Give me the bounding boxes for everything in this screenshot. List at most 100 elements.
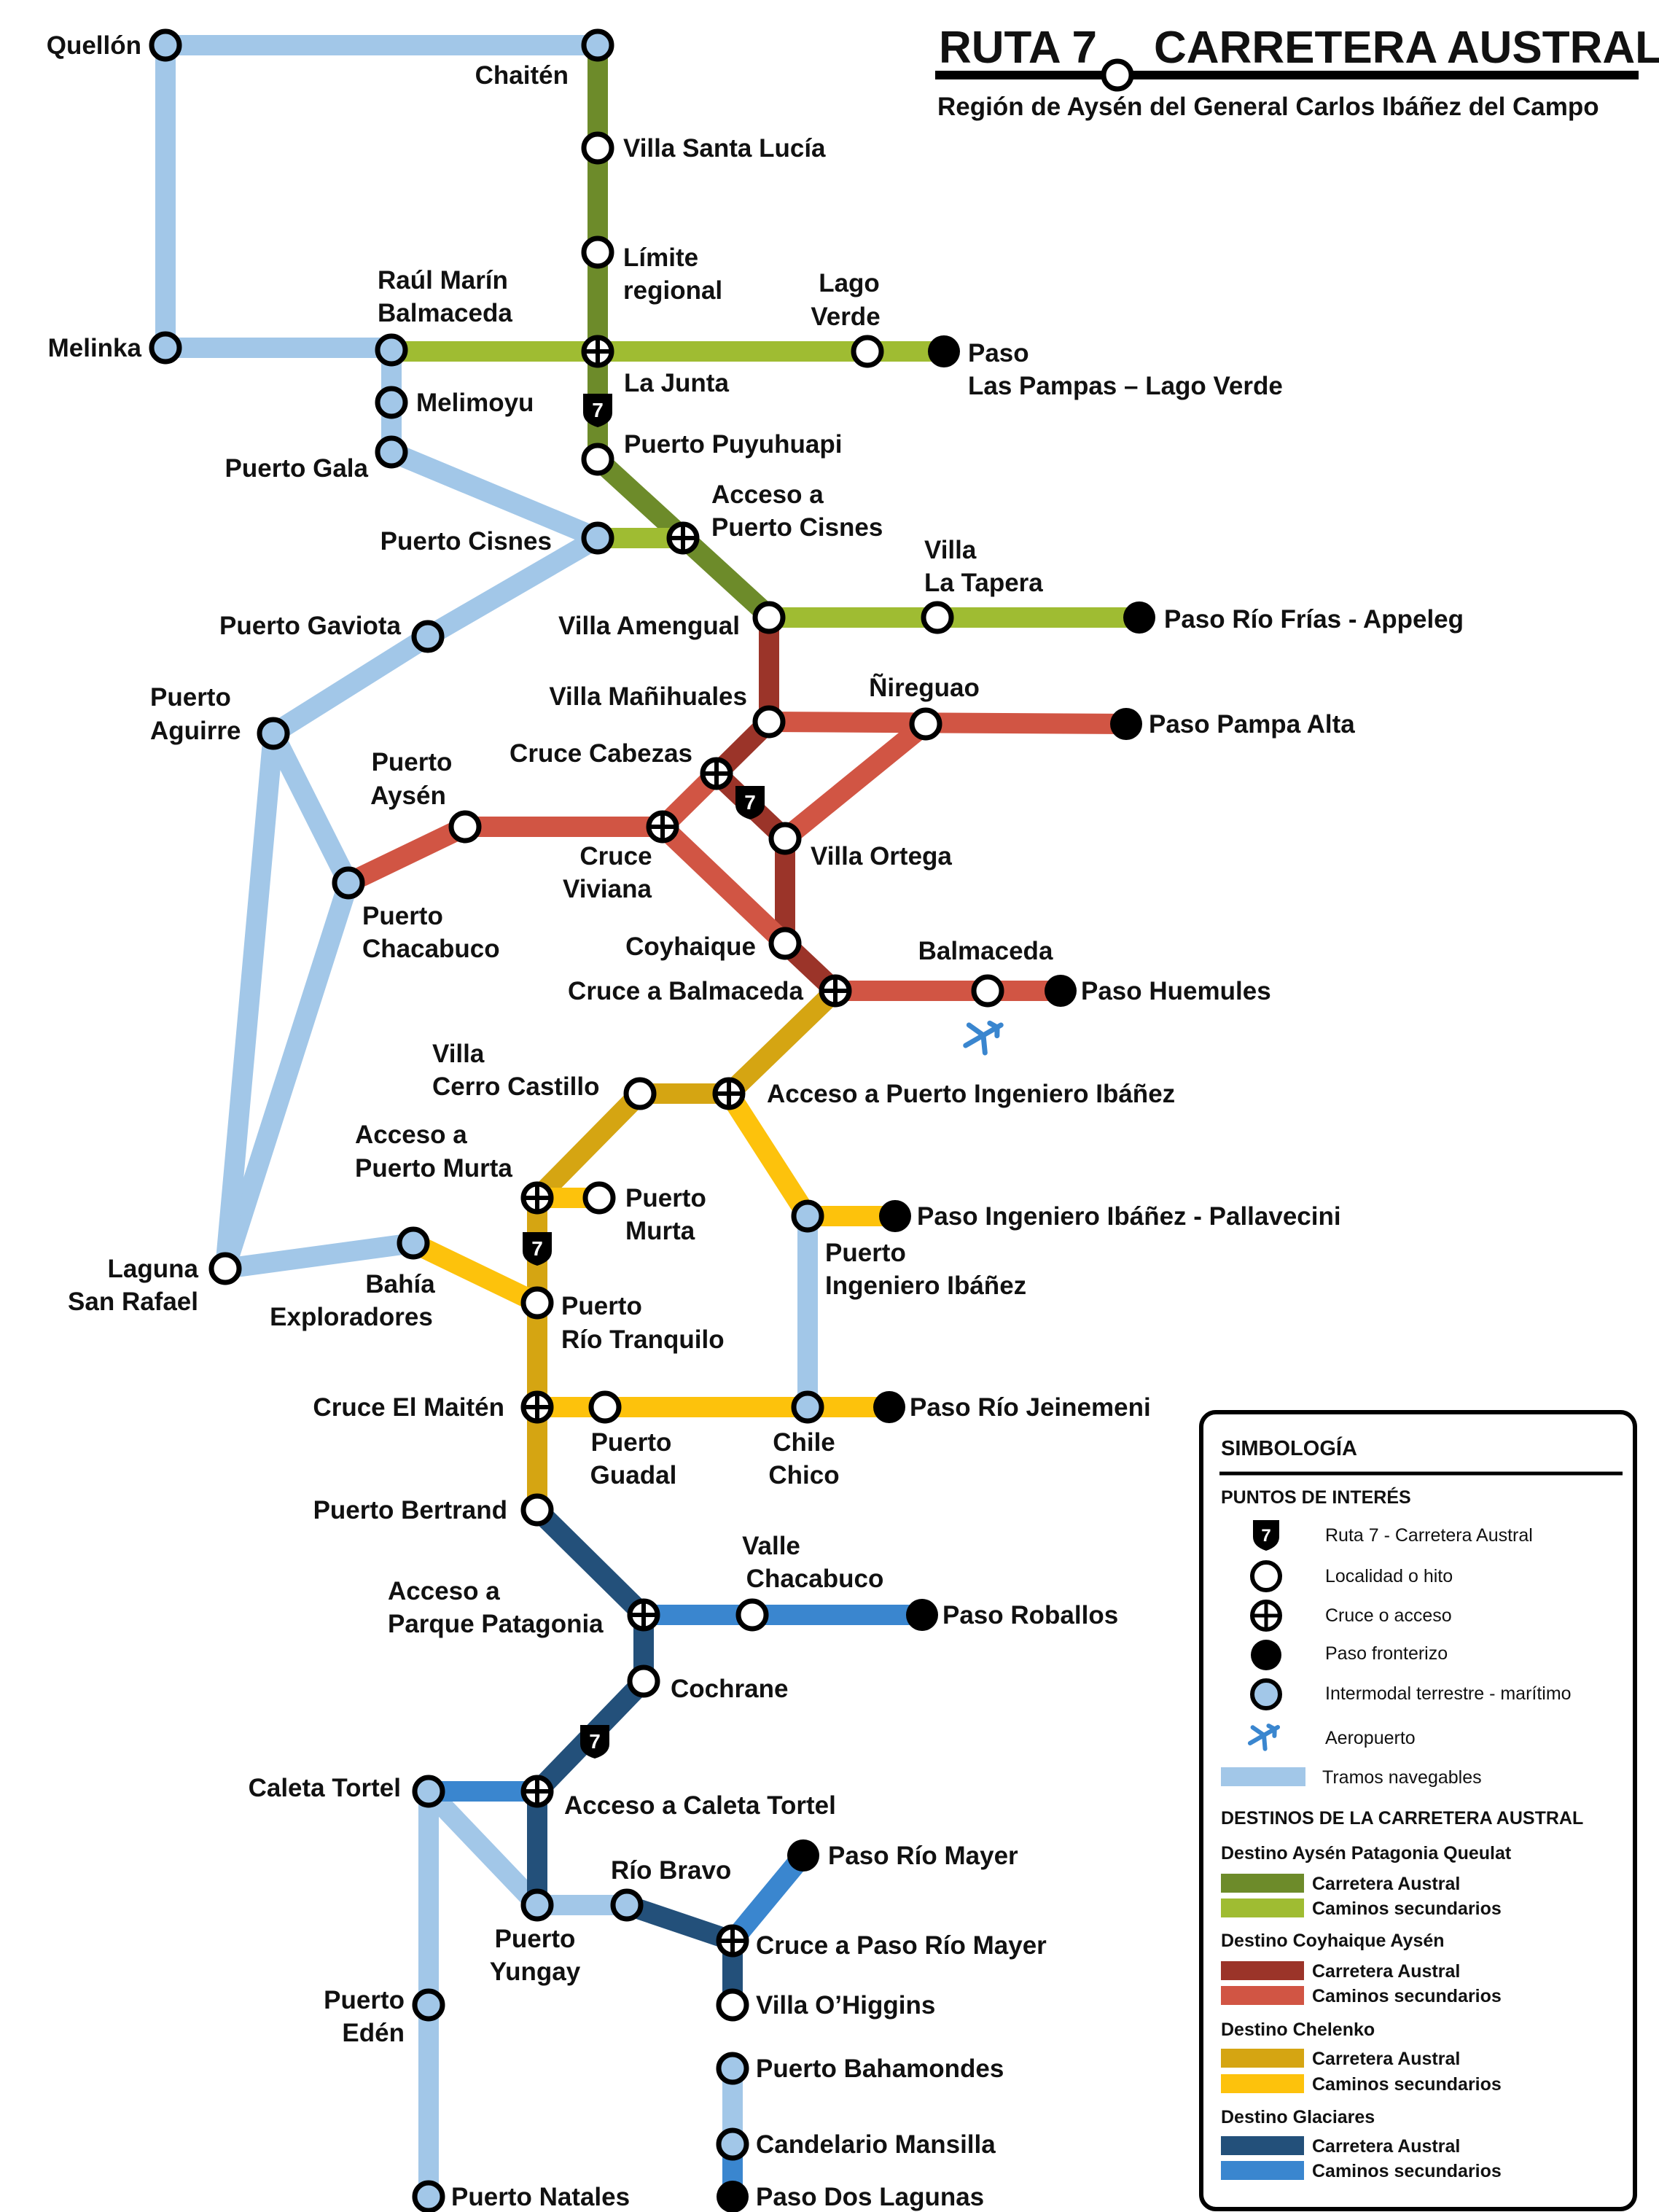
station-intermodal-puerto-eden[interactable] <box>412 1988 445 2022</box>
station-intermodal-puerto-gala[interactable] <box>375 435 408 469</box>
label-laguna-san-rafael-2: San Rafael <box>68 1288 198 1316</box>
station-puerto-bertrand[interactable] <box>520 1493 554 1527</box>
cruce-viviana[interactable] <box>646 810 679 844</box>
label-lago-verde-1: Lago <box>819 269 880 297</box>
label-melimoyu: Melimoyu <box>416 389 534 417</box>
station-limite-regional[interactable] <box>581 235 614 269</box>
station-villa-la-tapera[interactable] <box>921 601 954 634</box>
paso-ibanez-pallavecini[interactable] <box>879 1200 911 1232</box>
label-chile-chico-1: Chile <box>773 1428 835 1457</box>
label-puerto-ingeniero-ibanez-1: Puerto <box>825 1239 906 1267</box>
label-acceso-puerto-murta-1: Acceso a <box>355 1121 467 1149</box>
station-intermodal-puerto-cisnes[interactable] <box>581 521 614 555</box>
legend-dest-chelenko-secondary-swatch <box>1221 2074 1304 2093</box>
label-paso-rio-jeinemeni: Paso Río Jeinemeni <box>910 1393 1151 1422</box>
station-intermodal-bahia-exploradores[interactable] <box>397 1226 430 1260</box>
label-villa-cerro-castillo-1: Villa <box>432 1040 485 1068</box>
station-intermodal-melinka[interactable] <box>149 331 182 365</box>
station-intermodal-puerto-bahamondes[interactable] <box>716 2052 749 2085</box>
station-intermodal-laguna-san-rafael[interactable] <box>208 1252 242 1285</box>
paso-rio-mayer[interactable] <box>787 1839 819 1872</box>
station-valle-chacabuco[interactable] <box>735 1598 769 1632</box>
label-nireguao: Ñireguao <box>869 674 980 702</box>
stations <box>149 28 1155 2212</box>
legend-ruta7-label: Ruta 7 - Carretera Austral <box>1325 1525 1533 1546</box>
legend-dest-chelenko-main-swatch <box>1221 2049 1304 2068</box>
station-intermodal-rio-bravo[interactable] <box>610 1888 644 1922</box>
label-puerto-guadal-1: Puerto <box>591 1428 672 1457</box>
station-lago-verde[interactable] <box>851 335 884 368</box>
station-puerto-puyuhuapi[interactable] <box>581 443 614 476</box>
label-puerto-murta-2: Murta <box>625 1217 695 1245</box>
station-intermodal-chile-chico[interactable] <box>791 1390 824 1424</box>
paso-dos-lagunas[interactable] <box>717 2181 749 2212</box>
station-villa-ortega[interactable] <box>768 822 802 855</box>
paso-pampa-alta[interactable] <box>1110 708 1142 740</box>
paso-roballos[interactable] <box>906 1599 938 1631</box>
legend-frame <box>1199 1410 1637 2211</box>
station-villa-manihuales[interactable] <box>752 705 786 739</box>
station-villa-amengual[interactable] <box>752 601 786 634</box>
cruce-acceso-puerto-ibanez[interactable] <box>712 1077 746 1110</box>
station-intermodal-raul-marin[interactable] <box>375 333 408 367</box>
station-intermodal-puerto-gaviota[interactable] <box>411 620 445 653</box>
cruce-acceso-puerto-murta[interactable] <box>520 1181 554 1215</box>
label-laguna-san-rafael-1: Laguna <box>108 1255 199 1283</box>
glaciares-secondary-mayer <box>722 1845 813 1951</box>
label-paso-las-pampas-2: Las Pampas – Lago Verde <box>968 372 1283 400</box>
label-quellon: Quellón <box>47 31 141 60</box>
cruce-acceso-puerto-cisnes[interactable] <box>666 521 700 555</box>
station-intermodal-candelario-mansilla[interactable] <box>716 2127 749 2161</box>
station-villa-santa-lucia[interactable] <box>581 131 614 165</box>
station-coyhaique[interactable] <box>768 927 802 960</box>
ruta7-shield-icon: 7 <box>735 786 765 819</box>
shield-number: 7 <box>592 399 604 421</box>
station-intermodal-caleta-tortel[interactable] <box>412 1775 445 1808</box>
shield-number: 7 <box>531 1237 543 1260</box>
label-villa-manihuales: Villa Mañihuales <box>549 682 747 711</box>
glaciares-main <box>527 1500 654 1915</box>
legend-dest-chelenko-name: Destino Chelenko <box>1221 2020 1375 2040</box>
station-intermodal-chaiten[interactable] <box>581 28 614 62</box>
cruce-el-maiten[interactable] <box>520 1390 554 1424</box>
station-intermodal-puerto-aguirre[interactable] <box>257 717 290 750</box>
station-cochrane[interactable] <box>627 1664 660 1698</box>
station-intermodal-puerto-chacabuco[interactable] <box>332 866 365 900</box>
label-puerto-aysen-1: Puerto <box>372 748 453 776</box>
cruce-la-junta[interactable] <box>581 335 614 368</box>
station-villa-ohiggins[interactable] <box>716 1988 749 2022</box>
station-nireguao[interactable] <box>909 707 942 741</box>
cruce-acceso-parque-patagonia[interactable] <box>627 1598 660 1632</box>
title-station-icon <box>1101 58 1134 92</box>
station-puerto-rio-tranquilo[interactable] <box>520 1286 554 1320</box>
label-puerto-eden-1: Puerto <box>324 1986 405 2014</box>
cruce-cabezas[interactable] <box>700 757 733 790</box>
cruce-a-balmaceda[interactable] <box>819 974 852 1008</box>
label-rio-bravo: Río Bravo <box>611 1856 731 1885</box>
station-puerto-guadal[interactable] <box>588 1390 622 1424</box>
legend-dest-queulat-main-swatch <box>1221 1874 1304 1893</box>
label-puerto-cisnes: Puerto Cisnes <box>380 527 552 556</box>
label-villa-amengual: Villa Amengual <box>558 612 740 640</box>
paso-rio-frias[interactable] <box>1123 601 1155 634</box>
station-balmaceda[interactable] <box>971 974 1004 1008</box>
station-intermodal-quellon[interactable] <box>149 28 182 62</box>
paso-rio-jeinemeni[interactable] <box>873 1391 905 1423</box>
station-puerto-murta[interactable] <box>582 1181 616 1215</box>
legend-dest-chelenko-secondary: Caminos secundarios <box>1312 2074 1502 2095</box>
station-villa-cerro-castillo[interactable] <box>623 1077 657 1110</box>
paso-huemules[interactable] <box>1045 975 1077 1007</box>
shield-number: 7 <box>589 1730 601 1753</box>
station-puerto-aysen[interactable] <box>448 810 482 844</box>
station-intermodal-puerto-natales[interactable] <box>412 2180 445 2212</box>
paso-las-pampas[interactable] <box>928 335 960 367</box>
station-intermodal-puerto-ibanez[interactable] <box>791 1199 824 1233</box>
station-intermodal-melimoyu[interactable] <box>375 386 408 419</box>
label-caleta-tortel: Caleta Tortel <box>249 1774 401 1802</box>
station-intermodal-puerto-yungay[interactable] <box>520 1888 554 1922</box>
cruce-a-paso-rio-mayer[interactable] <box>716 1924 749 1958</box>
legend-localidad-label: Localidad o hito <box>1325 1566 1453 1586</box>
legend-dest-coyhaique-secondary-swatch <box>1221 1986 1304 2005</box>
cruce-acceso-caleta-tortel[interactable] <box>520 1775 554 1808</box>
